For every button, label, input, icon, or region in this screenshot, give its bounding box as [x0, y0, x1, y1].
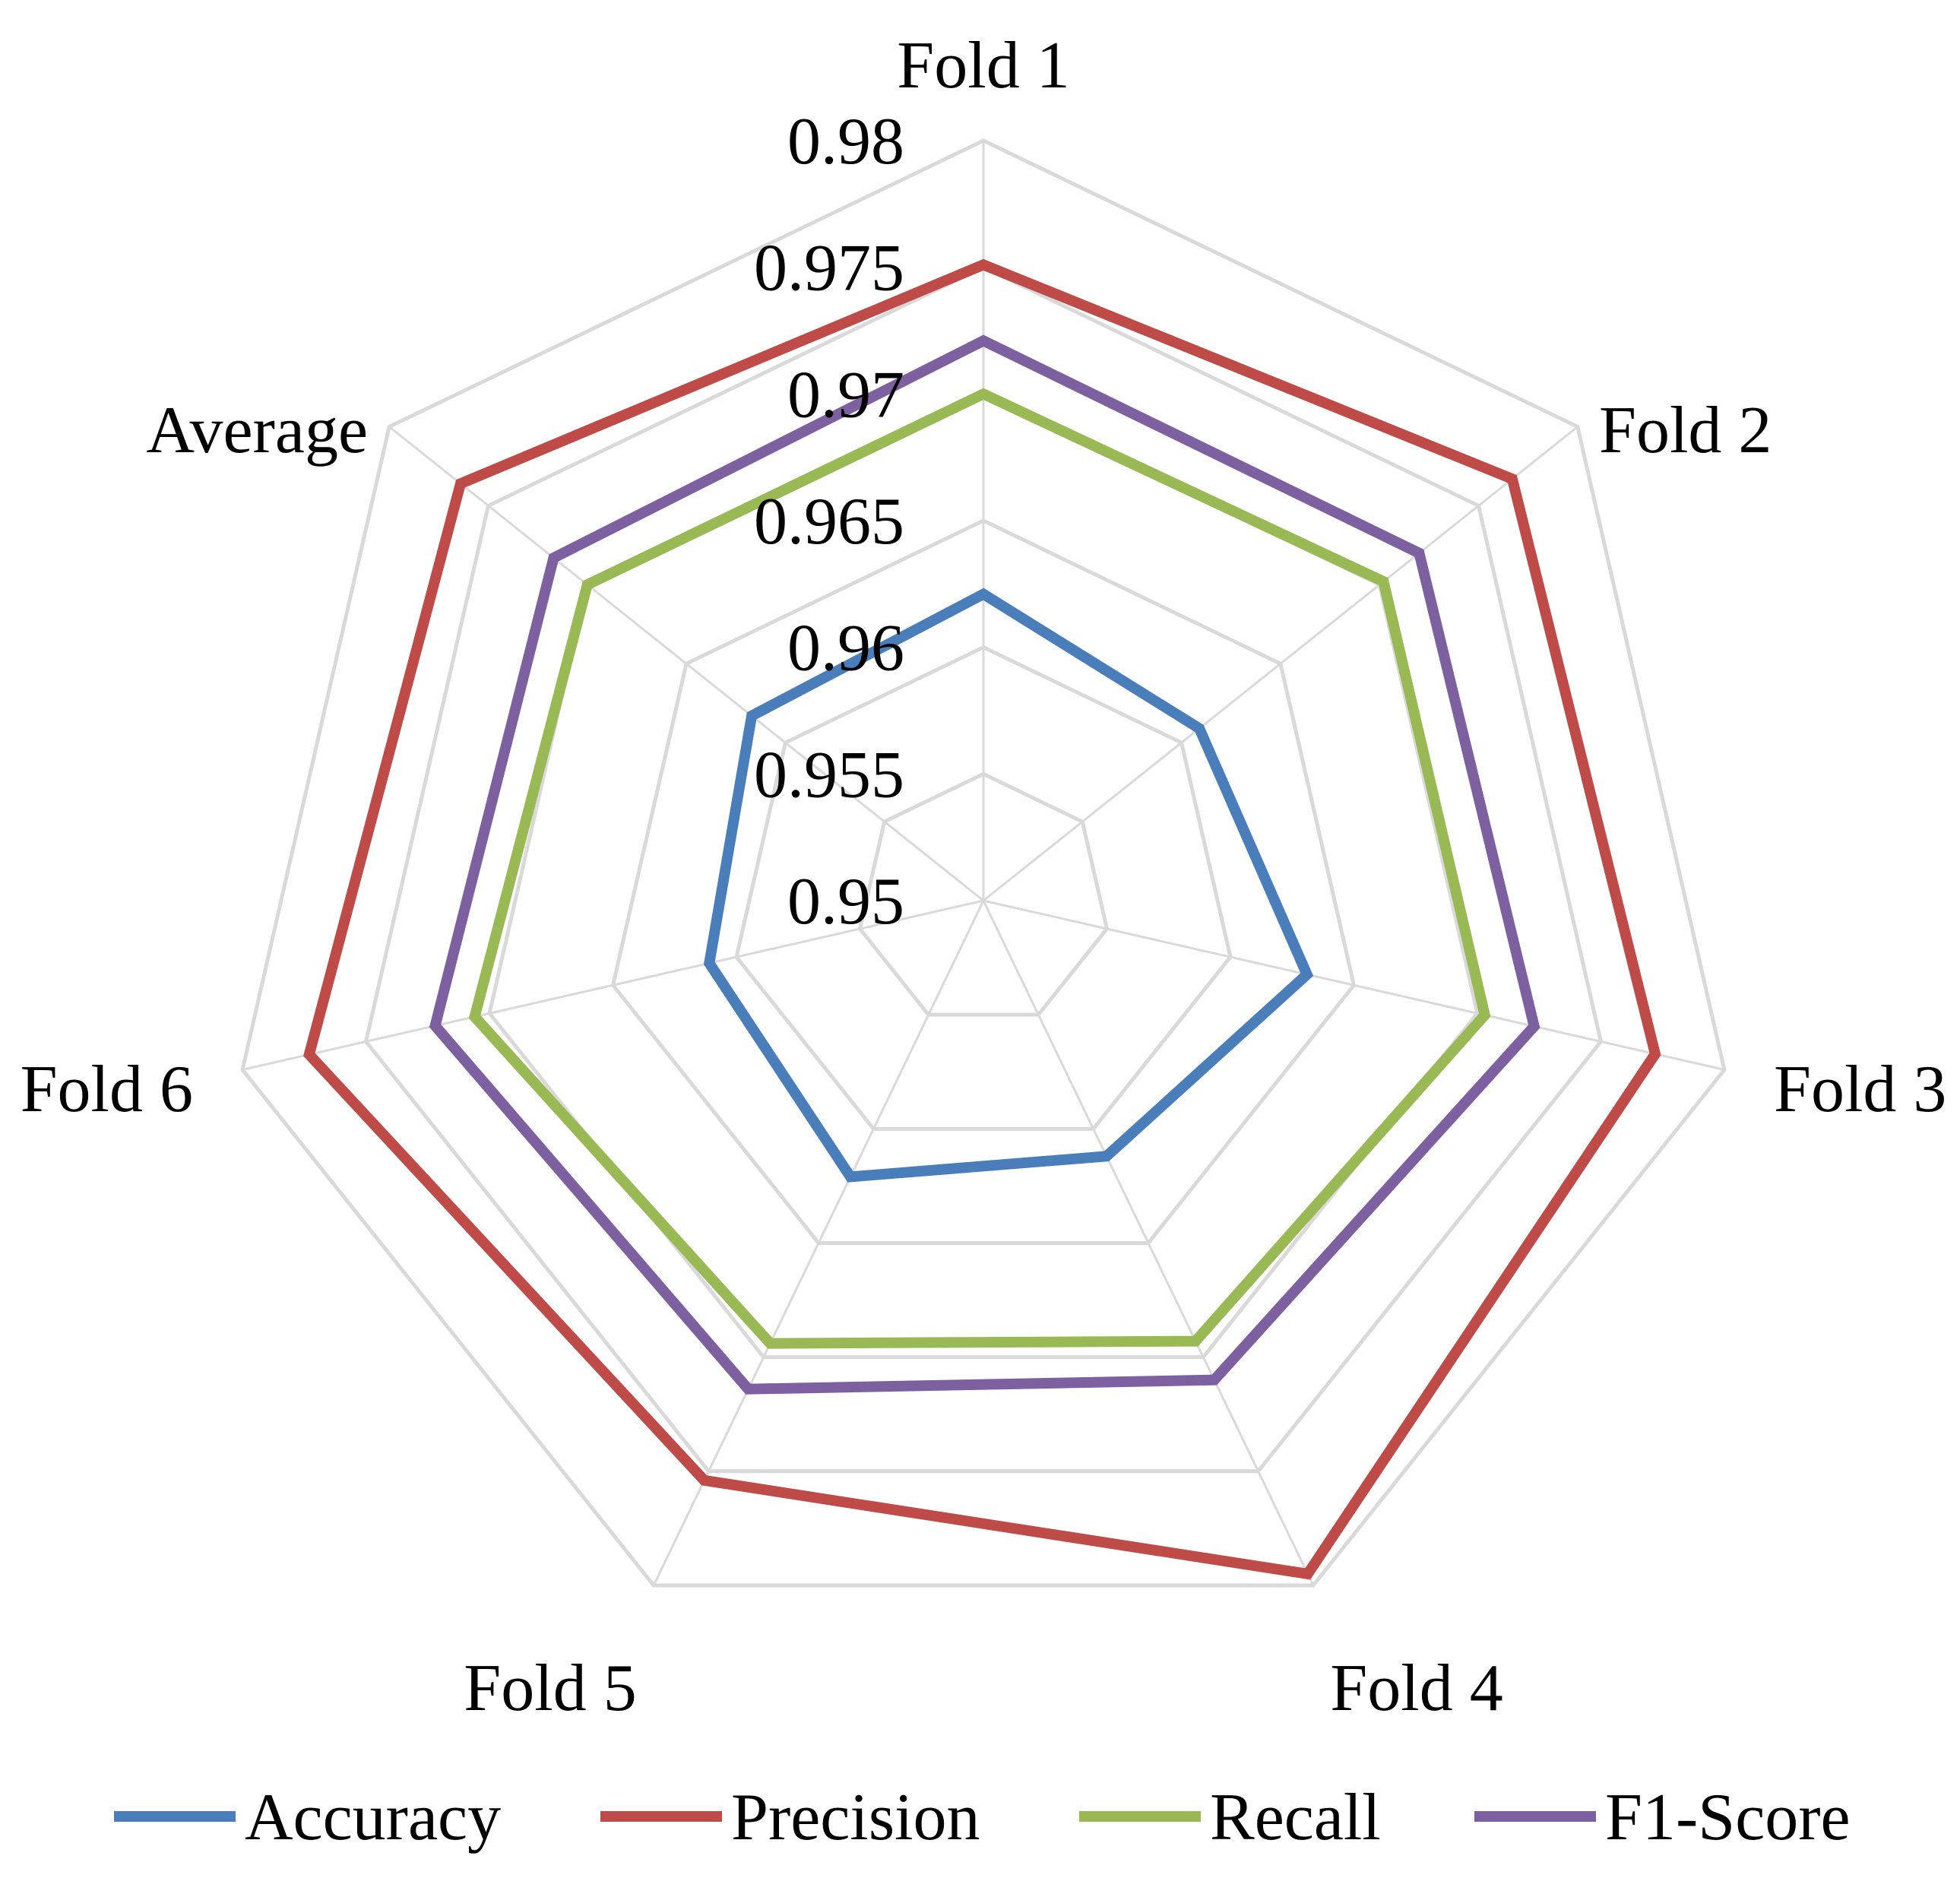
- legend-label: F1-Score: [1605, 1781, 1851, 1854]
- axis-spoke-3: [982, 900, 1315, 1586]
- category-labels: Fold 1 Fold 2 Fold 3 Fold 4 Fold 5 Fold 6 Aver…: [21, 29, 1947, 1725]
- legend-item-accuracy: Accuracy: [114, 1781, 501, 1854]
- tick-label: 0.965: [754, 485, 904, 559]
- legend-item-recall: Recall: [1079, 1781, 1381, 1854]
- series-accuracy: [703, 587, 1314, 1183]
- axis-spoke-1: [983, 426, 1578, 902]
- grid-ring-3: [610, 518, 1357, 1245]
- legend-label: Recall: [1210, 1781, 1381, 1854]
- legend-label: Precision: [731, 1781, 980, 1854]
- grid-ring-1: [857, 771, 1110, 1017]
- category-label-average: Average: [147, 394, 369, 467]
- tick-label: 0.955: [754, 738, 904, 812]
- legend: Accuracy Precision Recall F1-Score: [114, 1781, 1851, 1854]
- grid-ring-2: [734, 644, 1233, 1131]
- axis-spoke-6: [388, 426, 984, 902]
- axis-spoke-5: [242, 899, 984, 1071]
- legend-label: Accuracy: [245, 1781, 501, 1854]
- tick-label: 0.97: [787, 358, 904, 432]
- category-label-fold-1: Fold 1: [897, 29, 1069, 103]
- grid-ring-5: [363, 264, 1604, 1474]
- series-precision: [303, 258, 1661, 1580]
- axis-spoke-4: [652, 900, 985, 1586]
- category-label-fold-4: Fold 4: [1330, 1652, 1502, 1725]
- category-label-fold-6: Fold 6: [21, 1053, 193, 1126]
- grid-ring-6: [240, 138, 1727, 1588]
- tick-labels: 0.95 0.955 0.96 0.965 0.97 0.975 0.98: [754, 105, 904, 939]
- axis-spoke-2: [983, 899, 1725, 1071]
- tick-label: 0.98: [787, 105, 904, 179]
- category-label-fold-5: Fold 5: [464, 1652, 636, 1725]
- series-f1-score: [429, 334, 1540, 1395]
- series-layer: [303, 258, 1661, 1580]
- legend-item-precision: Precision: [600, 1781, 980, 1854]
- tick-label: 0.95: [787, 865, 904, 939]
- tick-label: 0.96: [787, 612, 904, 686]
- series-recall: [468, 388, 1491, 1349]
- category-label-fold-3: Fold 3: [1774, 1053, 1946, 1126]
- tick-label: 0.975: [754, 232, 904, 306]
- grid-layer: [240, 138, 1727, 1588]
- category-label-fold-2: Fold 2: [1599, 394, 1772, 467]
- legend-item-f1-score: F1-Score: [1474, 1781, 1851, 1854]
